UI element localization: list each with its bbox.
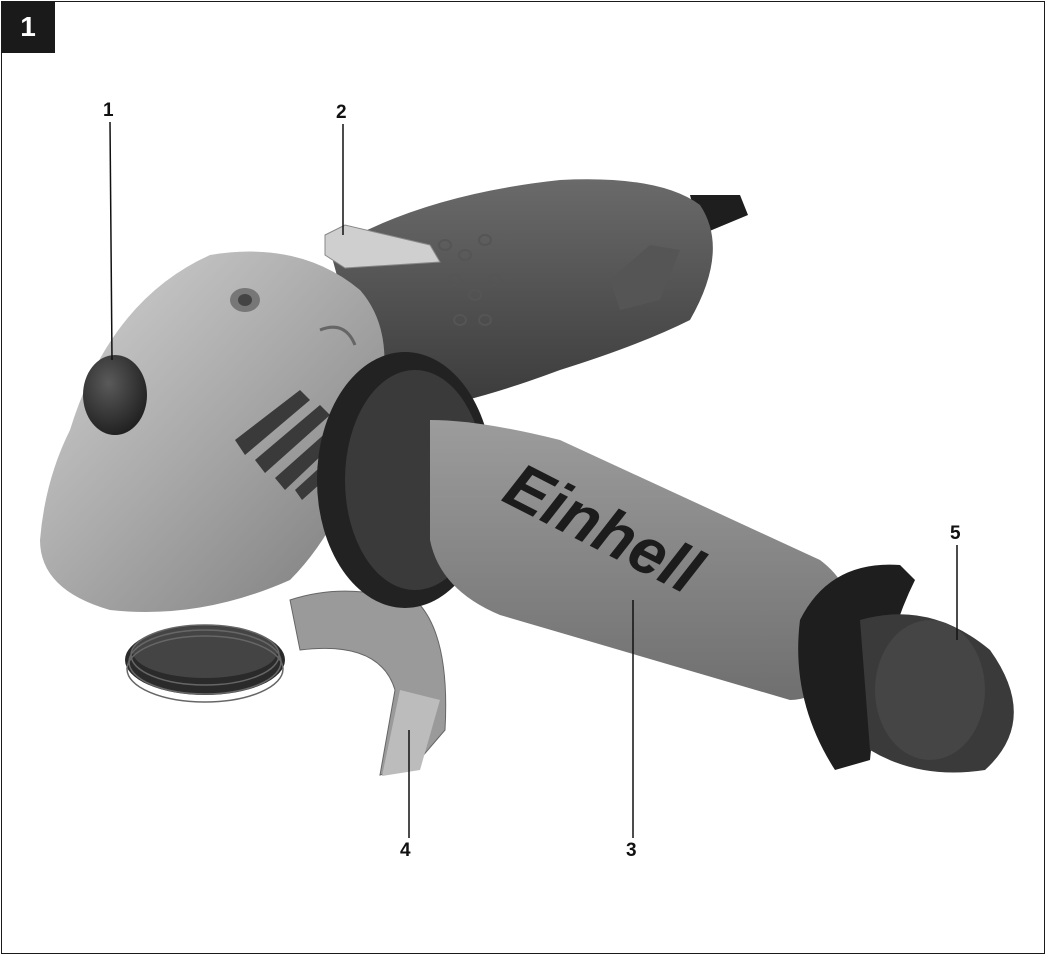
callout-5: 5 bbox=[950, 523, 961, 544]
protective-guard bbox=[289, 590, 447, 776]
callout-3: 3 bbox=[626, 840, 637, 861]
figure-number-badge: 1 bbox=[1, 1, 55, 53]
spindle-flange bbox=[125, 624, 285, 703]
callout-leader-lines bbox=[109, 121, 958, 838]
callout-1: 1 bbox=[103, 100, 114, 121]
on-off-switch bbox=[324, 224, 441, 269]
handle-end-cap bbox=[798, 564, 1014, 773]
motor-housing bbox=[330, 179, 713, 410]
callout-2: 2 bbox=[336, 102, 347, 123]
callout-4: 4 bbox=[400, 840, 411, 861]
figure-number: 1 bbox=[20, 11, 36, 42]
additional-handle: Einhell bbox=[430, 420, 852, 700]
spindle-lock-button bbox=[83, 355, 147, 435]
